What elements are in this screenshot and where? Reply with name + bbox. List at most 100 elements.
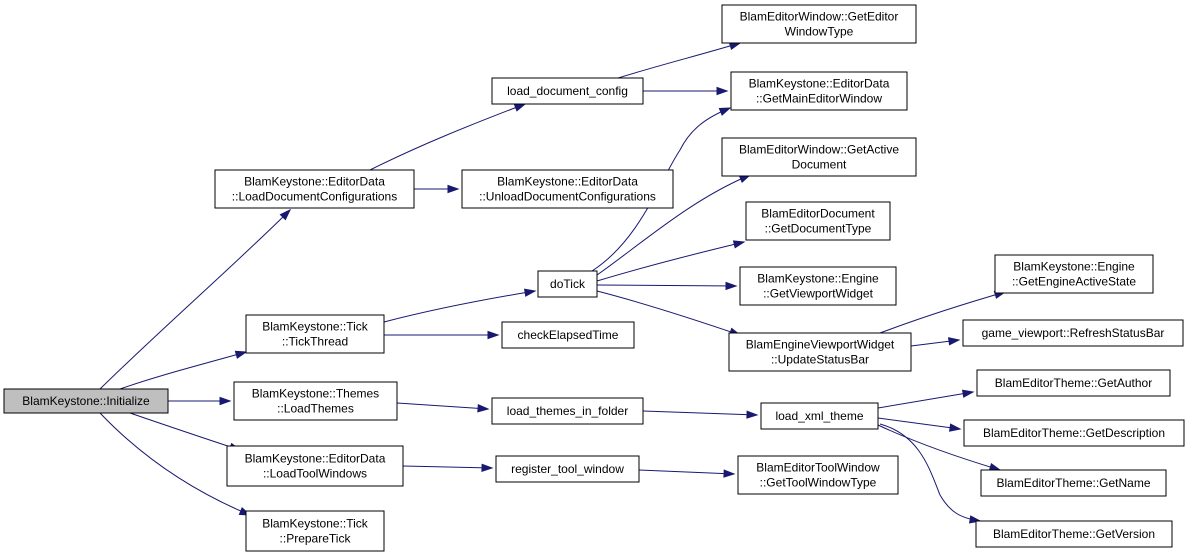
node-label: BlamEditorTheme::GetName — [996, 476, 1150, 490]
edge-line — [99, 412, 251, 516]
node-load-themes[interactable]: BlamKeystone::Themes::LoadThemes — [233, 381, 398, 421]
edge-load-xml-theme-to-get-author — [877, 389, 975, 409]
node-box — [491, 397, 644, 425]
edge-do-tick-to-get-document-type — [596, 240, 746, 282]
node-label: ::LoadThemes — [277, 402, 354, 416]
node-label: BlamEditorTheme::GetAuthor — [995, 376, 1152, 390]
node-label: BlamKeystone::Engine — [757, 272, 879, 286]
node-box — [728, 332, 912, 372]
arrowhead-icon — [728, 41, 742, 51]
edge-do-tick-to-get-viewport-widget — [596, 281, 738, 291]
node-box — [501, 321, 635, 349]
node-get-viewport-widget[interactable]: BlamKeystone::Engine::GetViewportWidget — [739, 266, 897, 306]
node-label: BlamKeystone::EditorData — [244, 175, 385, 189]
node-load-doc-configs[interactable]: BlamKeystone::EditorData::LoadDocumentCo… — [214, 169, 415, 209]
arrowhead-icon — [447, 184, 460, 194]
node-label: BlamKeystone::Tick — [262, 517, 369, 531]
node-get-name[interactable]: BlamEditorTheme::GetName — [980, 469, 1167, 497]
node-check-elapsed-time[interactable]: checkElapsedTime — [501, 321, 635, 349]
edge-load-doc-configs-to-unload-doc-configs — [414, 184, 460, 194]
node-get-tool-window-type[interactable]: BlamEditorToolWindow::GetToolWindowType — [737, 455, 899, 495]
node-label: ::GetEngineActiveState — [1012, 275, 1136, 289]
arrowhead-icon — [234, 350, 248, 359]
node-label: BlamEditorTheme::GetVersion — [993, 527, 1155, 541]
node-label: ::TickThread — [282, 335, 348, 349]
arrowhead-icon — [725, 281, 738, 291]
node-box — [491, 77, 644, 105]
edge-line — [369, 103, 526, 171]
node-label: game_viewport::RefreshStatusBar — [982, 326, 1165, 340]
node-label: ::GetDocumentType — [765, 222, 872, 236]
arrowhead-icon — [219, 396, 232, 406]
node-load-tool-windows[interactable]: BlamKeystone::EditorData::LoadToolWindow… — [226, 445, 404, 487]
node-load-document-config[interactable]: load_document_config — [491, 77, 644, 105]
node-get-main-editor-window[interactable]: BlamKeystone::EditorData::GetMainEditorW… — [730, 71, 908, 111]
edge-line — [402, 465, 493, 469]
node-label: load_xml_theme — [775, 409, 863, 423]
node-initialize[interactable]: BlamKeystone::Initialize — [3, 388, 169, 414]
node-box — [537, 270, 598, 298]
node-label: checkElapsedTime — [518, 328, 619, 342]
node-label: BlamEditorToolWindow — [756, 461, 880, 475]
arrowhead-icon — [961, 389, 975, 398]
arrowhead-icon — [481, 463, 494, 472]
node-box — [739, 266, 897, 306]
edge-line — [99, 209, 291, 390]
arrowhead-icon — [716, 86, 729, 96]
node-box — [975, 520, 1173, 548]
arrowhead-icon — [477, 404, 490, 413]
node-update-status-bar[interactable]: BlamEngineViewportWidget::UpdateStatusBa… — [728, 332, 912, 372]
node-do-tick[interactable]: doTick — [537, 270, 598, 298]
arrowhead-icon — [746, 410, 759, 419]
node-prepare-tick[interactable]: BlamKeystone::Tick::PrepareTick — [245, 510, 385, 552]
node-label: BlamKeystone::EditorData — [245, 452, 386, 466]
node-label: Document — [792, 158, 847, 172]
edge-line — [119, 351, 247, 390]
node-label: register_tool_window — [511, 462, 624, 476]
node-label: ::UnloadDocumentConfigurations — [479, 190, 656, 204]
arrowhead-icon — [279, 208, 292, 221]
node-label: BlamEditorWindow::GetActive — [739, 143, 899, 157]
node-get-document-type[interactable]: BlamEditorDocument::GetDocumentType — [745, 201, 891, 241]
arrowhead-icon — [732, 240, 746, 249]
node-get-version[interactable]: BlamEditorTheme::GetVersion — [975, 520, 1173, 548]
node-register-tool-window[interactable]: register_tool_window — [495, 455, 640, 483]
node-box — [233, 381, 398, 421]
node-label: ::UpdateStatusBar — [771, 353, 869, 367]
node-load-xml-theme[interactable]: load_xml_theme — [760, 402, 879, 430]
nodes-layer: BlamKeystone::InitializeBlamKeystone::Ed… — [3, 4, 1185, 552]
node-label: BlamKeystone::Tick — [262, 320, 369, 334]
node-get-engine-active-state[interactable]: BlamKeystone::Engine::GetEngineActiveSta… — [994, 254, 1154, 294]
node-load-themes-in-folder[interactable]: load_themes_in_folder — [491, 397, 644, 425]
edge-line — [596, 290, 741, 336]
node-get-description[interactable]: BlamEditorTheme::GetDescription — [963, 419, 1185, 447]
node-unload-doc-configs[interactable]: BlamKeystone::EditorData::UnloadDocument… — [461, 169, 674, 209]
edge-tick-thread-to-do-tick — [383, 288, 537, 323]
edge-initialize-to-tick-thread — [119, 350, 248, 390]
edge-line — [642, 410, 758, 416]
node-label: ::LoadToolWindows — [263, 467, 367, 481]
arrowhead-icon — [718, 107, 732, 116]
node-label: load_themes_in_folder — [507, 404, 628, 418]
edge-initialize-to-load-doc-configs — [99, 208, 292, 390]
node-label: doTick — [550, 277, 586, 291]
edge-line — [396, 402, 489, 410]
node-box — [245, 510, 385, 552]
node-refresh-status-bar[interactable]: game_viewport::RefreshStatusBar — [962, 319, 1184, 347]
node-tick-thread[interactable]: BlamKeystone::Tick::TickThread — [245, 314, 385, 354]
node-box — [226, 445, 404, 487]
edge-line — [617, 42, 741, 79]
edge-line — [596, 174, 751, 276]
node-box — [745, 201, 891, 241]
node-box — [3, 388, 169, 414]
edge-line — [638, 469, 735, 475]
edge-line — [591, 107, 731, 272]
node-label: BlamKeystone::Themes — [252, 387, 379, 401]
node-get-author[interactable]: BlamEditorTheme::GetAuthor — [976, 369, 1171, 397]
node-label: ::GetToolWindowType — [760, 476, 877, 490]
arrowhead-icon — [523, 288, 537, 297]
node-box — [980, 469, 1167, 497]
edge-load-document-config-to-get-editor-window-type — [617, 41, 742, 79]
